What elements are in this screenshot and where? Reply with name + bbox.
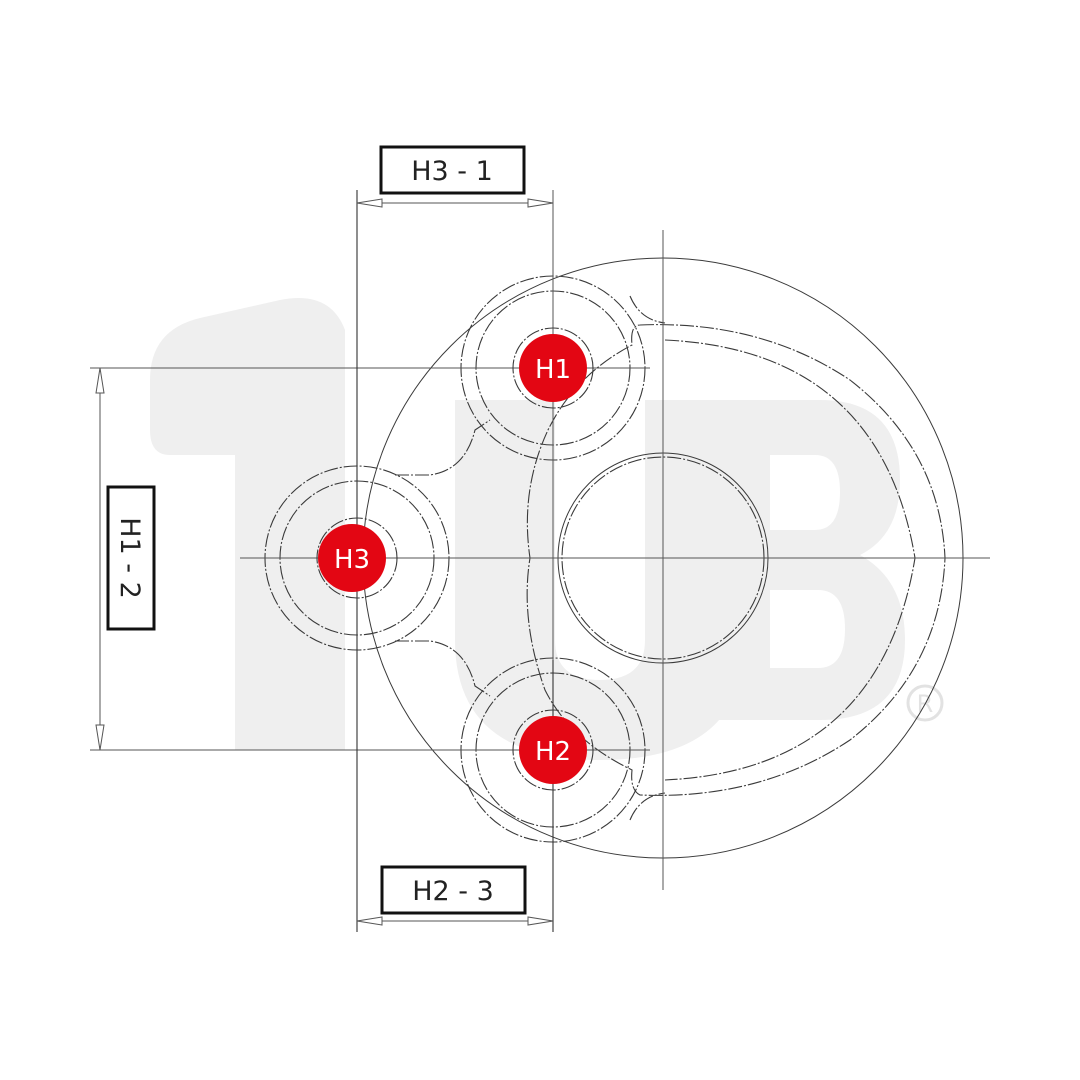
hole-h2: H2 (512, 709, 594, 791)
hole-h1-marker (519, 334, 587, 402)
hole-h3-label: H3 (334, 545, 370, 575)
dimension-h2-3-label: H2 - 3 (412, 876, 494, 907)
dimension-h2-3: H2 - 3 (356, 865, 554, 926)
hole-h2-label: H2 (535, 737, 571, 767)
hole-h3-marker (318, 524, 386, 592)
hole-h2-marker (519, 716, 587, 784)
hole-h1-label: H1 (535, 355, 571, 385)
hole-h3: H3 (316, 517, 398, 599)
dimension-h1-2-label: H1 - 2 (114, 517, 145, 599)
watermark-logo: R (150, 298, 944, 760)
dimension-h3-1-label: H3 - 1 (411, 156, 493, 187)
dimension-h1-2: H1 - 2 (95, 367, 156, 751)
hole-h1: H1 (512, 327, 594, 409)
dimension-h3-1: H3 - 1 (356, 145, 554, 208)
inner-ring (526, 324, 946, 796)
